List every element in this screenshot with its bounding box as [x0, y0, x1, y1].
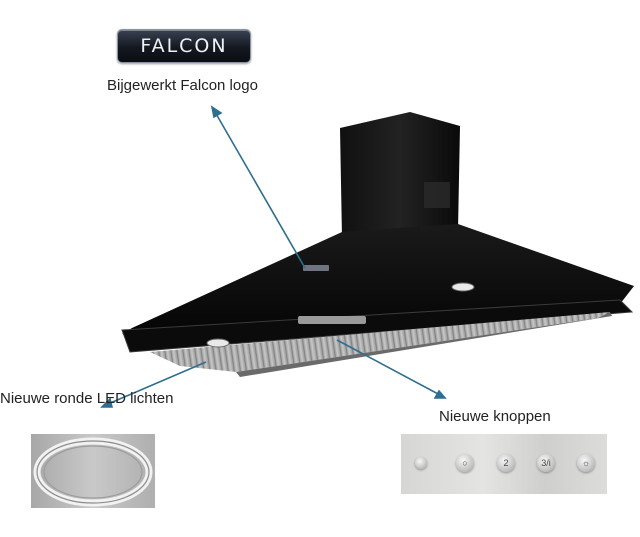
speed-3-icon: 3/i [537, 454, 555, 472]
falcon-logo-badge: FALCON [117, 29, 251, 63]
hood-logo-plate [303, 265, 329, 271]
falcon-logo-text: FALCON [140, 35, 228, 57]
light-icon: ☼ [577, 454, 595, 472]
hood-led-light [206, 338, 230, 348]
speed-2-icon: 2 [497, 454, 515, 472]
callout-leds-label: Nieuwe ronde LED lichten [0, 390, 174, 407]
hood-led-light [451, 282, 475, 292]
arrow-buttons [336, 339, 441, 396]
hood-front-rim [121, 299, 634, 353]
power-icon: ○ [456, 454, 474, 472]
hood-control-strip [298, 316, 366, 324]
control-panel-photo: ○ 2 3/i ☼ [401, 434, 607, 494]
callout-arrows [100, 105, 447, 408]
indicator-light-icon [415, 457, 427, 469]
arrow-leds [107, 361, 207, 405]
callout-buttons-label: Nieuwe knoppen [439, 408, 551, 425]
chimney-vent-grille [424, 182, 450, 208]
hood-filter-grid [150, 312, 610, 372]
callout-logo-label: Bijgewerkt Falcon logo [107, 77, 258, 94]
arrow-logo [214, 111, 306, 269]
hood-chimney [340, 112, 460, 238]
